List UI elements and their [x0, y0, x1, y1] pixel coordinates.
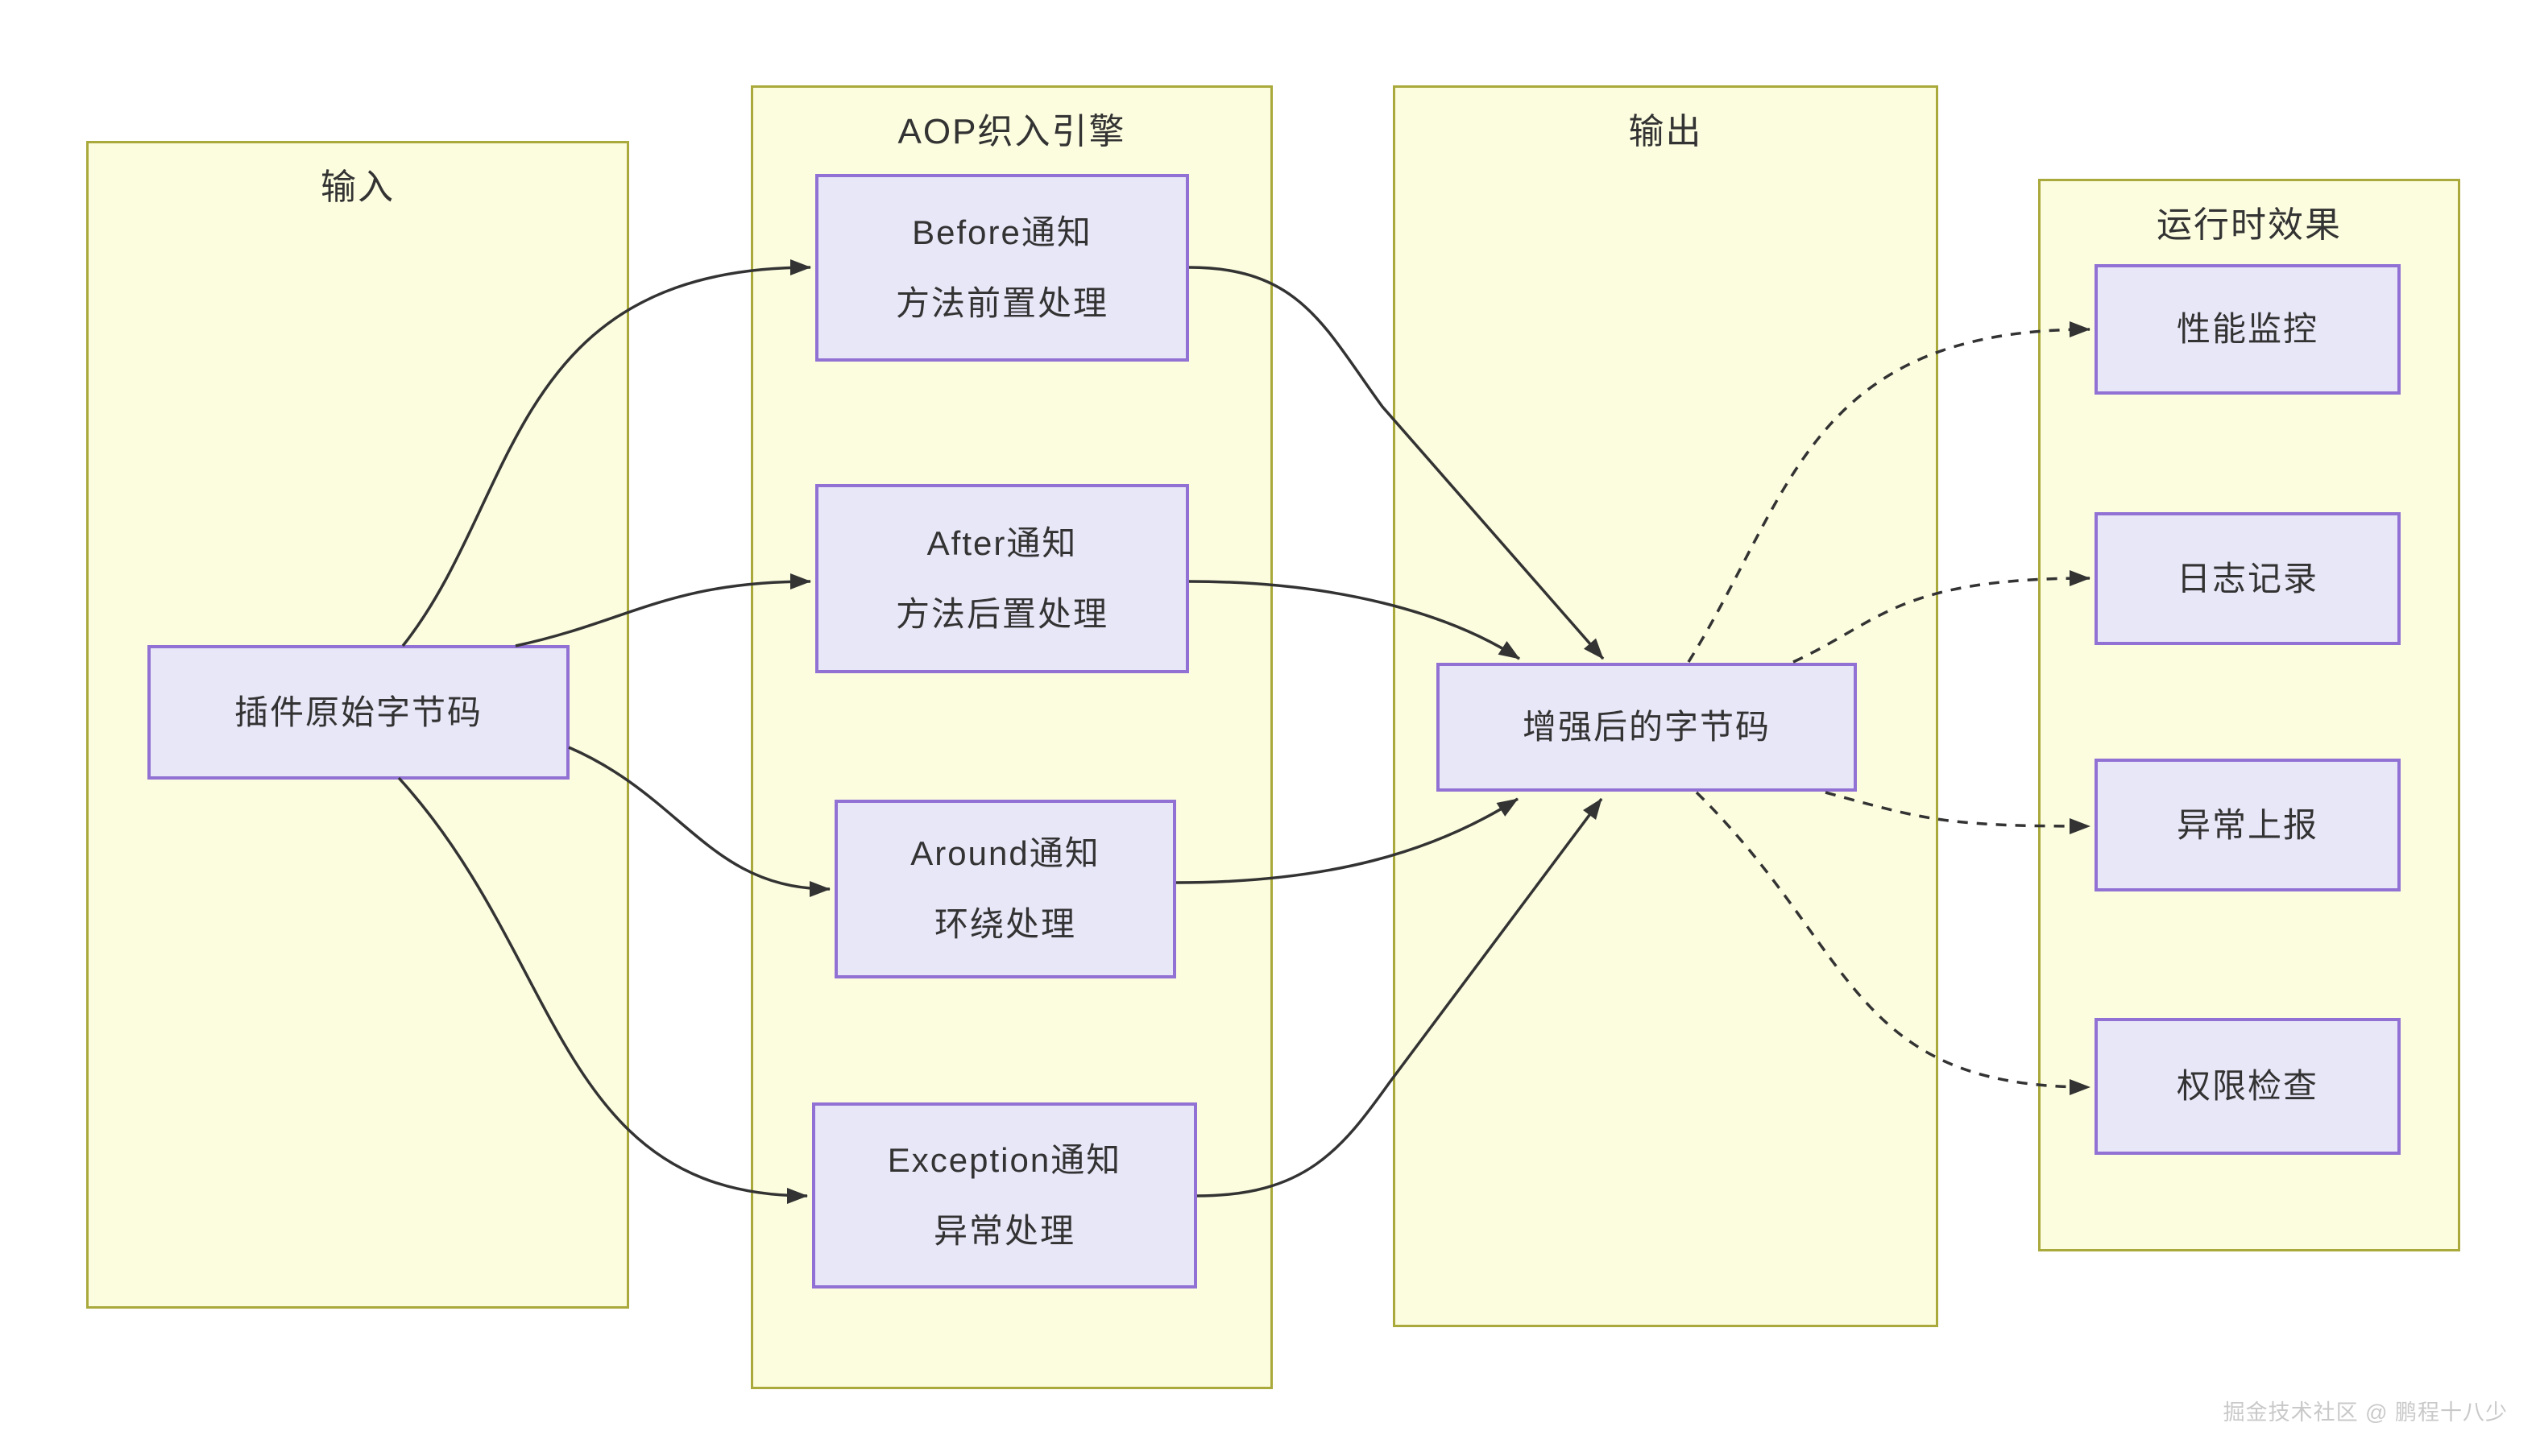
node-exception-report: 异常上报: [2095, 759, 2401, 891]
node-label: 权限检查: [2176, 1067, 2318, 1105]
node-enhanced-bytecode: 增强后的字节码: [1436, 663, 1857, 792]
node-exception-advice: Exception通知 异常处理: [812, 1102, 1197, 1288]
node-label: 插件原始字节码: [234, 693, 483, 731]
group-runtime-title: 运行时效果: [2157, 205, 2342, 245]
node-label-line1: After通知: [926, 523, 1078, 562]
node-after-advice: After通知 方法后置处理: [815, 484, 1189, 673]
watermark: 掘金技术社区 @ 鹏程十八少: [2223, 1400, 2508, 1425]
node-label: 性能监控: [2176, 310, 2318, 348]
node-label-line1: Around通知: [910, 834, 1100, 872]
group-engine-title: AOP织入引擎: [897, 112, 1126, 151]
node-performance-monitor: 性能监控: [2095, 264, 2401, 395]
node-permission-check: 权限检查: [2095, 1018, 2401, 1155]
node-around-advice: Around通知 环绕处理: [835, 800, 1176, 978]
node-label-line2: 方法前置处理: [895, 283, 1108, 322]
node-label-line1: Exception通知: [887, 1140, 1122, 1179]
group-output-title: 输出: [1628, 112, 1703, 151]
node-plugin-original-bytecode: 插件原始字节码: [147, 645, 570, 780]
node-label: 日志记录: [2176, 559, 2318, 598]
group-input-title: 输入: [321, 168, 395, 207]
node-log-record: 日志记录: [2095, 512, 2401, 645]
node-label-line2: 方法后置处理: [895, 594, 1108, 633]
node-label-line2: 异常处理: [933, 1211, 1075, 1250]
node-label: 异常上报: [2176, 805, 2318, 844]
node-before-advice: Before通知 方法前置处理: [815, 174, 1189, 362]
node-label: 增强后的字节码: [1522, 708, 1771, 746]
node-label-line2: 环绕处理: [934, 905, 1076, 943]
node-label-line1: Before通知: [912, 213, 1092, 251]
